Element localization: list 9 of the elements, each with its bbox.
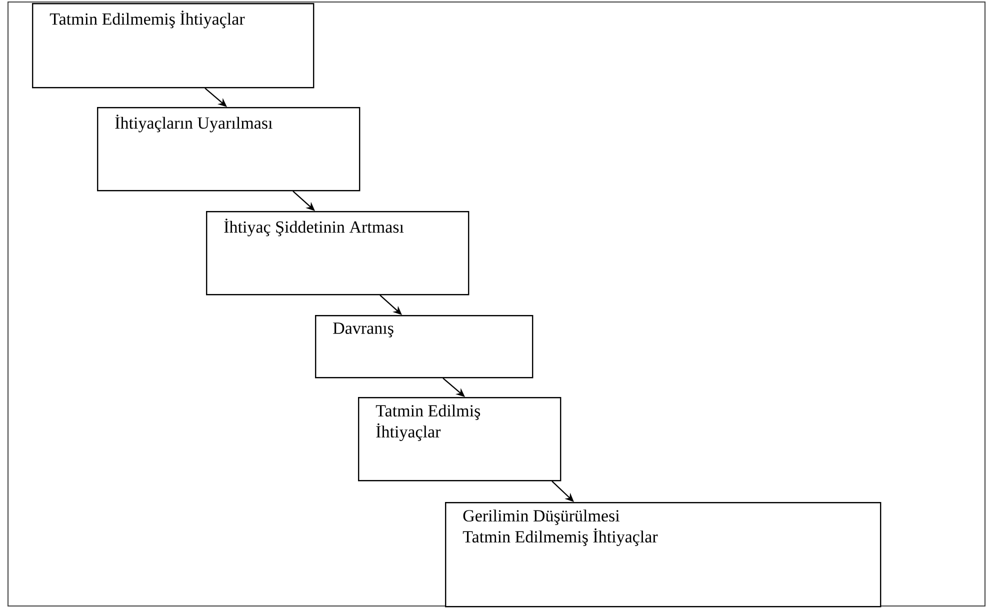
process-box: Tatmin Edilmemiş İhtiyaçlar xyxy=(32,3,314,88)
arrow xyxy=(552,480,574,502)
arrow xyxy=(380,294,402,315)
process-box: Gerilimin Düşürülmesi Tatmin Edilmemiş İhtiyaçlar xyxy=(445,502,882,608)
process-box: İhtiyaç Şiddetinin Artması xyxy=(206,211,470,296)
process-box: İhtiyaçların Uyarılması xyxy=(97,107,360,192)
process-box: Tatmin Edilmiş İhtiyaçlar xyxy=(358,397,562,482)
arrow xyxy=(292,190,315,211)
process-box: Davranış xyxy=(315,315,534,378)
